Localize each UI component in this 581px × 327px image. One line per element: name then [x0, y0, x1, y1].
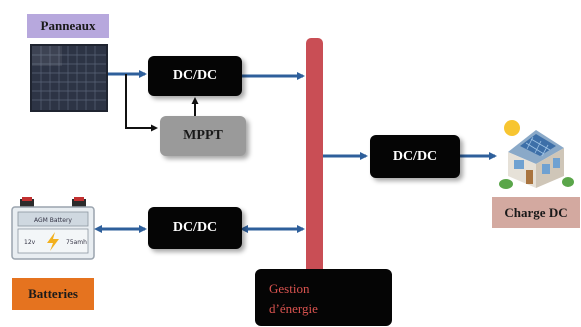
- dcdc-load-block: DC/DC: [370, 135, 460, 178]
- house-icon: [499, 120, 574, 189]
- energy-management-block: Gestion d’énergie: [255, 269, 392, 326]
- battery-top-text: AGM Battery: [34, 217, 72, 224]
- dcdc-panel-block: DC/DC: [148, 56, 242, 96]
- mppt-block: MPPT: [160, 116, 246, 156]
- energy-management-line1: Gestion: [269, 281, 310, 296]
- arrow-panel-to-mppt: [125, 74, 158, 132]
- batteries-label: Batteries: [12, 278, 94, 310]
- dcdc-battery-block: DC/DC: [148, 207, 242, 249]
- solar-panel-icon: [30, 44, 108, 112]
- charge-dc-label: Charge DC: [492, 197, 580, 228]
- battery-icon: AGM Battery 12v 75amh: [11, 197, 95, 260]
- energy-management-line2: d’énergie: [269, 301, 318, 316]
- energy-bus: [306, 38, 323, 299]
- panneaux-label: Panneaux: [27, 14, 109, 38]
- battery-left-text: 12v: [24, 239, 36, 246]
- battery-right-text: 75amh: [66, 239, 87, 246]
